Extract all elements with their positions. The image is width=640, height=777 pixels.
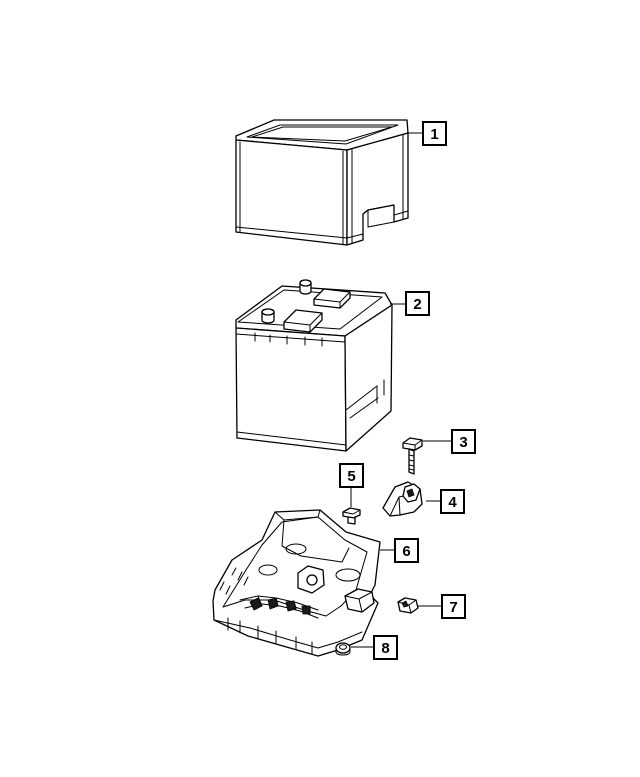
bolt-short[interactable] [342, 507, 361, 525]
clip[interactable] [397, 597, 419, 614]
svg-text:2: 2 [413, 296, 421, 313]
svg-text:8: 8 [381, 640, 389, 657]
svg-text:7: 7 [449, 599, 457, 616]
battery-hold-down-clamp[interactable] [382, 481, 423, 517]
battery-tray[interactable] [212, 509, 381, 657]
bolt-long[interactable] [402, 437, 423, 475]
battery-insulator-sleeve[interactable] [235, 119, 409, 246]
callout-6: 6 [394, 538, 419, 563]
svg-text:1: 1 [430, 126, 438, 143]
callout-1: 1 [422, 121, 447, 146]
callout-7: 7 [441, 594, 466, 619]
callout-2: 2 [405, 291, 430, 316]
callout-5: 5 [339, 463, 364, 488]
nut[interactable] [335, 642, 351, 656]
callout-3: 3 [451, 429, 476, 454]
callout-8: 8 [373, 635, 398, 660]
leader-lines [350, 132, 452, 648]
battery[interactable] [235, 279, 393, 452]
svg-text:6: 6 [402, 543, 410, 560]
svg-text:5: 5 [347, 468, 355, 485]
svg-text:3: 3 [459, 434, 467, 451]
callout-4: 4 [440, 489, 465, 514]
svg-text:4: 4 [448, 494, 457, 511]
